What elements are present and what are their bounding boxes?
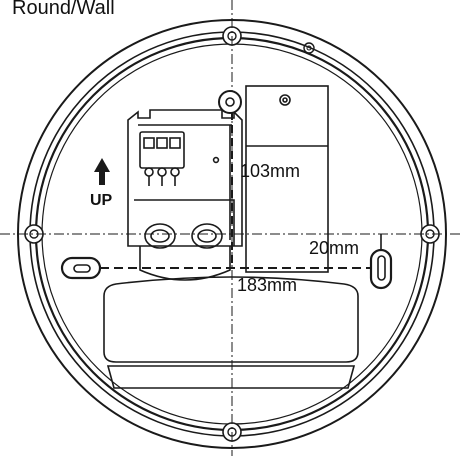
cable-gland-right [191,223,223,249]
up-label: UP [90,192,113,209]
dim-label-183mm: 183mm [237,275,297,295]
cable-gland-left [144,223,176,249]
dim-label-103mm: 103mm [240,161,300,181]
small-screw-top-right [303,42,315,54]
right-keyhole-slot [369,248,393,290]
terminal-bracket [127,109,243,281]
driver-module [245,85,329,273]
diffuser-tray [103,276,359,389]
left-keyhole-slot [60,256,102,280]
up-arrow-icon [94,158,110,185]
diagram-title: Round/Wall [12,0,115,19]
dim-label-20mm: 20mm [309,238,359,258]
top-mounting-hole [218,90,242,114]
